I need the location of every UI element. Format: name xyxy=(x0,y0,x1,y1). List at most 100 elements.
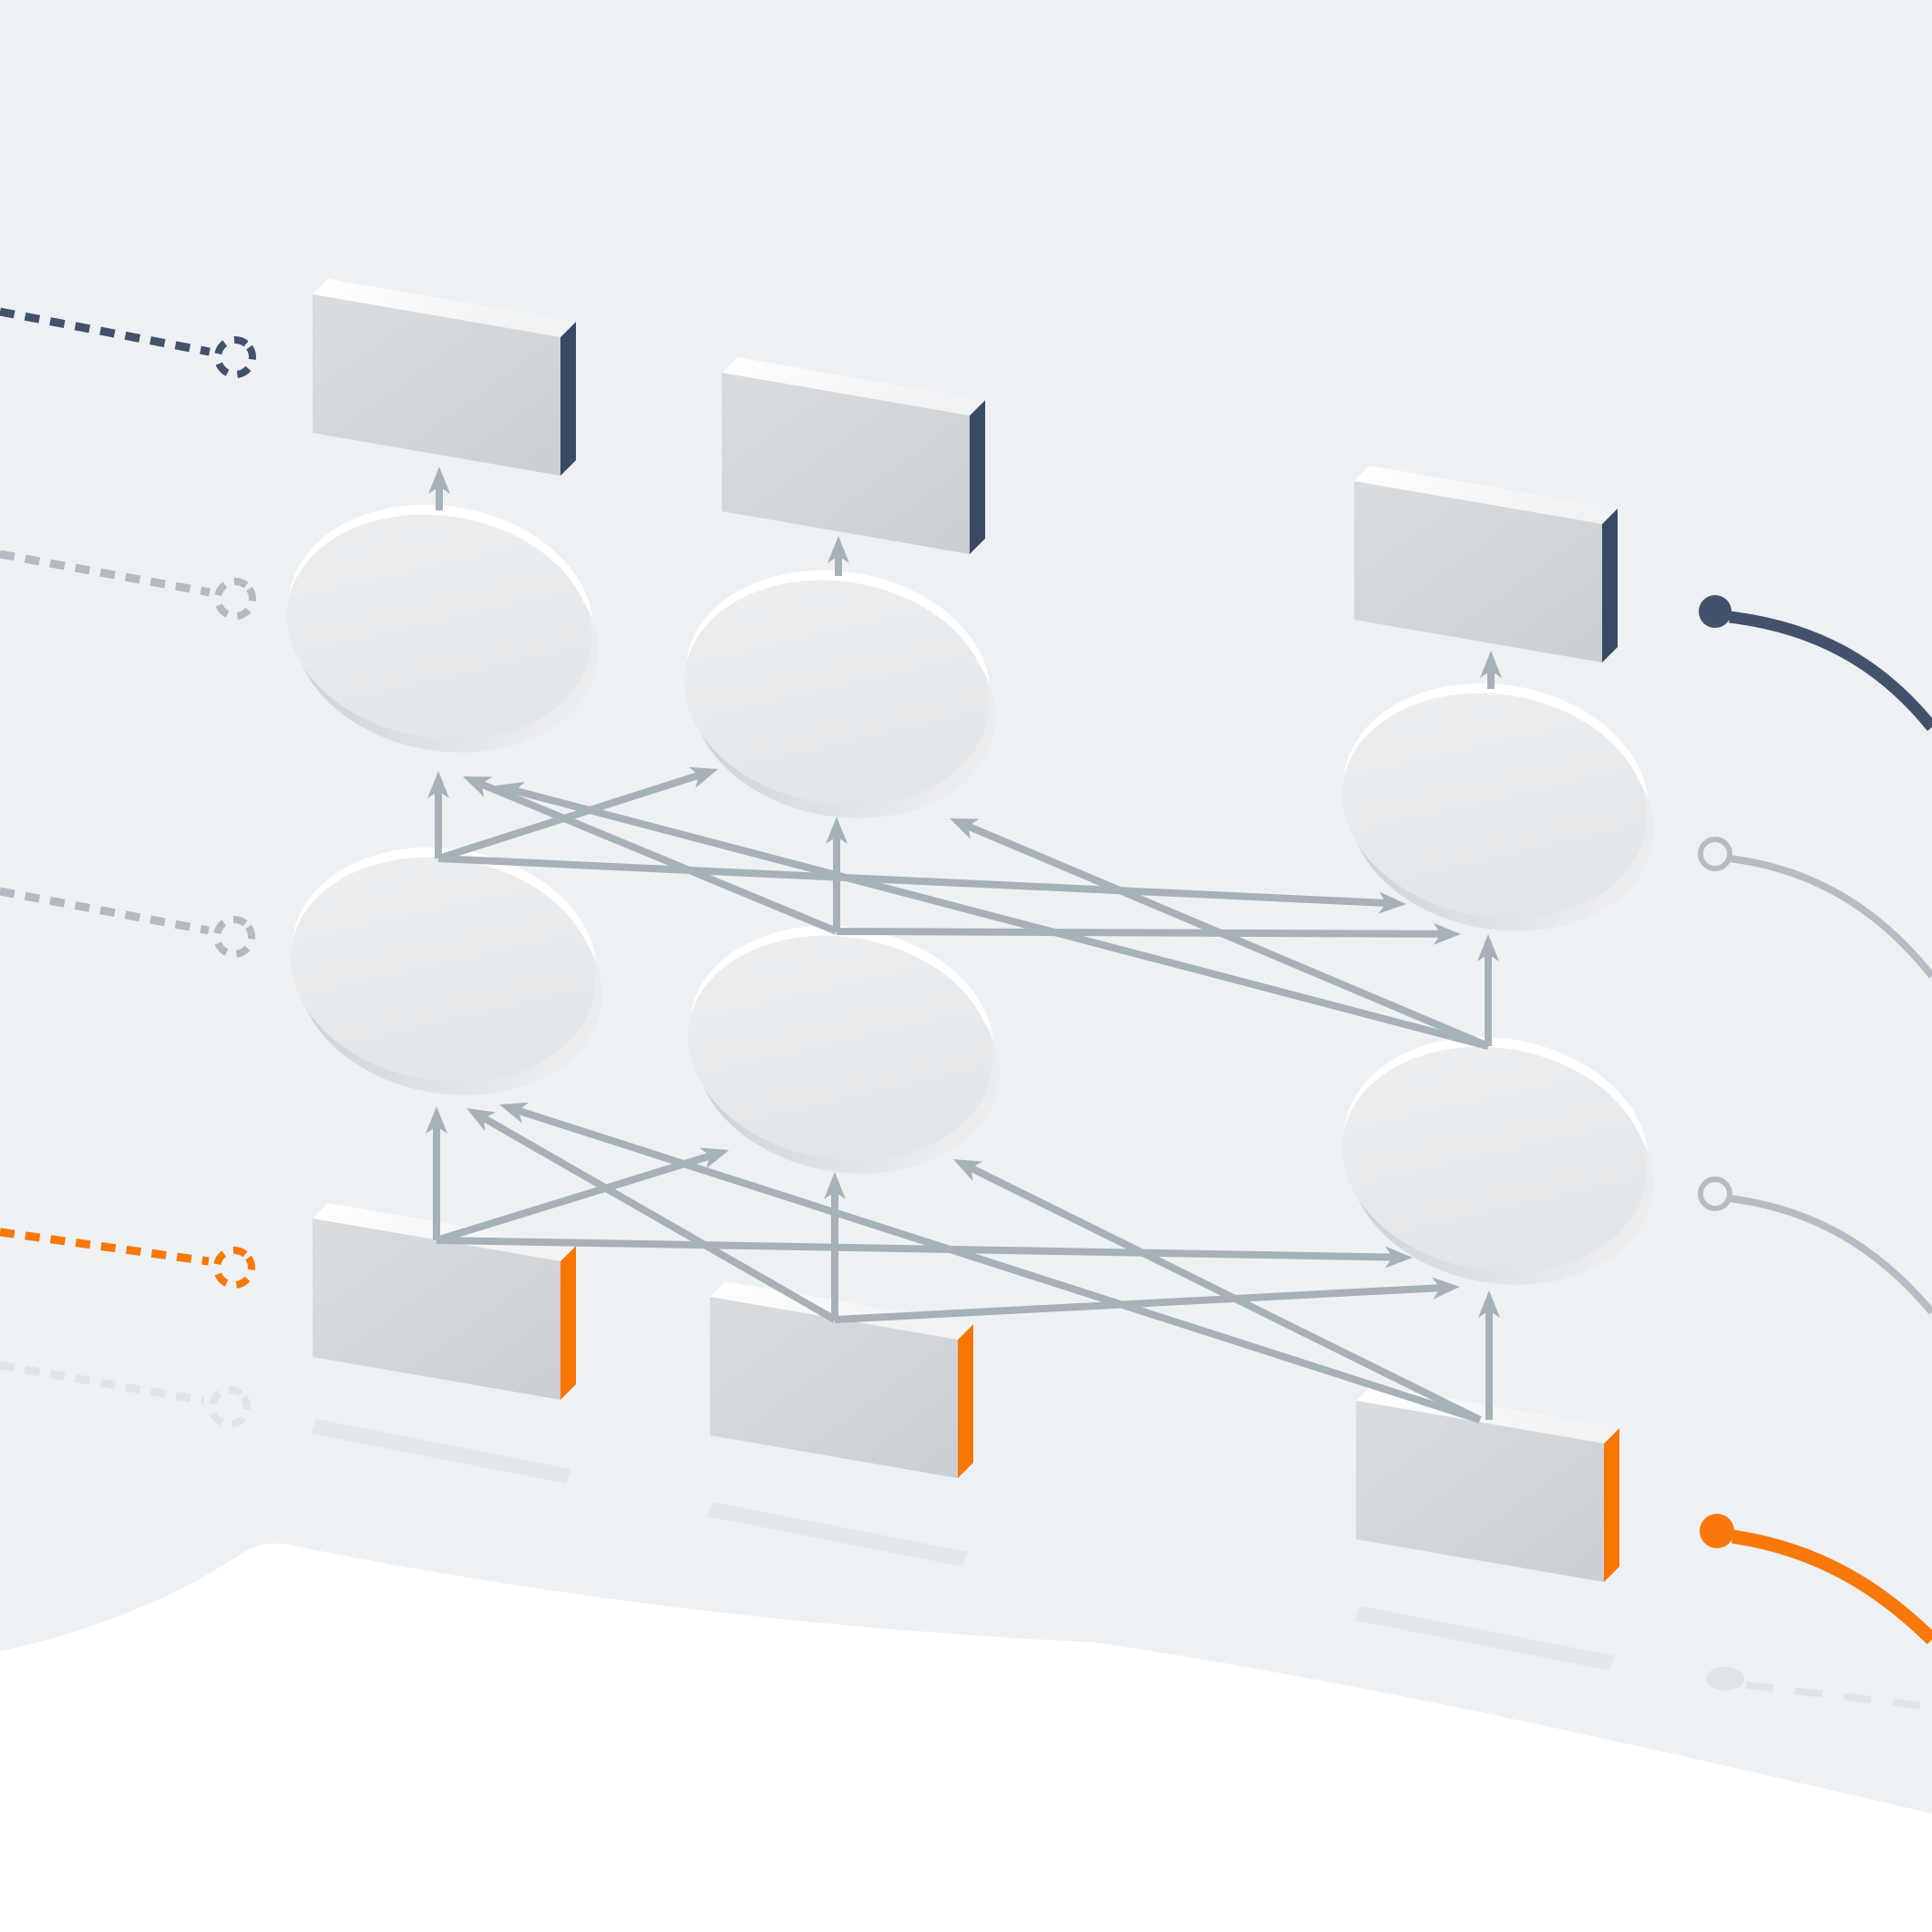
input-box-3-side-edge xyxy=(1604,1428,1619,1582)
input-box-1 xyxy=(313,1203,576,1400)
hidden-nodes xyxy=(286,504,1654,1285)
arrowhead-icon xyxy=(826,817,848,844)
arrowhead-icon xyxy=(1433,922,1461,945)
curved-lead-line xyxy=(1731,1529,1932,1645)
arrowhead-icon xyxy=(950,818,980,839)
output-box-3-front-face xyxy=(1354,481,1602,663)
arrow-shaft xyxy=(435,1151,714,1244)
connection-arrow-3 xyxy=(1480,651,1502,689)
arrowhead-icon xyxy=(699,1147,729,1169)
arrow-shaft xyxy=(513,1105,1482,1423)
connection-arrow-8 xyxy=(826,817,848,931)
hidden-node-row1-3 xyxy=(1341,683,1654,931)
arrow-shaft xyxy=(437,855,1391,908)
arrow-shaft xyxy=(477,779,838,935)
connection-arrow-1 xyxy=(428,467,450,510)
connection-arrow-6 xyxy=(437,855,1406,914)
curved-lead-line xyxy=(1729,611,1932,732)
panel-bottom-cutout xyxy=(0,1543,1932,1932)
input-box-3-front-face xyxy=(1356,1401,1604,1582)
hidden-node-row2-2 xyxy=(687,925,1000,1174)
right-lead-1 xyxy=(1699,595,1932,732)
arrow-shaft xyxy=(966,1163,1482,1423)
output-box-2 xyxy=(722,357,985,554)
input-box-1-top-bevel xyxy=(313,1203,576,1261)
connection-arrow-16 xyxy=(467,1108,837,1323)
dashed-curve-line xyxy=(1745,1681,1932,1711)
input-box-1-front-face xyxy=(313,1218,560,1400)
hidden-node-row1-1 xyxy=(286,504,599,753)
hollow-circle-terminal xyxy=(1698,1177,1732,1211)
arrowhead-icon xyxy=(1477,934,1499,961)
arrowhead-icon xyxy=(496,782,526,804)
arrowhead-icon xyxy=(827,536,849,563)
arrowhead-icon xyxy=(1480,651,1502,678)
connection-arrow-19 xyxy=(499,1102,1482,1423)
output-box-3-top-bevel xyxy=(1354,466,1618,524)
connection-arrow-20 xyxy=(953,1159,1482,1423)
output-box-2-top-bevel xyxy=(722,357,985,416)
dashed-lead-line xyxy=(0,887,210,935)
flat-dot-terminal xyxy=(1706,1667,1744,1690)
hidden-node-row1-1-face xyxy=(286,514,592,740)
connection-arrow-7 xyxy=(463,776,838,935)
dashed-circle-terminal xyxy=(213,1247,255,1289)
input-box-2 xyxy=(710,1281,973,1478)
hidden-node-row1-3-face xyxy=(1341,693,1648,919)
dashed-lead-line xyxy=(0,1228,210,1266)
arrowhead-icon xyxy=(1378,891,1406,914)
arrowhead-icon xyxy=(499,1102,529,1124)
left-lead-1 xyxy=(0,307,256,378)
dashed-circle-terminal xyxy=(214,336,256,378)
output-box-3 xyxy=(1354,466,1618,663)
right-lead-3 xyxy=(1698,1177,1932,1315)
input-box-2-side-edge xyxy=(958,1324,973,1478)
hidden-node-row2-1 xyxy=(290,847,602,1095)
connection-arrow-5 xyxy=(437,766,718,862)
reflection-strip-2 xyxy=(707,1502,968,1567)
connection-arrow-2 xyxy=(827,536,849,576)
connection-arrow-12 xyxy=(1477,934,1499,1046)
right-lead-4 xyxy=(1700,1514,1932,1645)
hidden-node-row2-3-face xyxy=(1341,1046,1648,1272)
arrow-shaft xyxy=(963,821,1490,1050)
arrow-shaft xyxy=(478,1113,837,1323)
connection-arrow-4 xyxy=(427,771,449,858)
output-box-1-top-bevel xyxy=(313,279,576,337)
arrow-shaft xyxy=(437,770,704,862)
arrowhead-icon xyxy=(426,1106,447,1134)
dashed-circle-terminal xyxy=(214,578,256,620)
arrowhead-icon xyxy=(824,1172,846,1199)
connection-arrow-21 xyxy=(1478,1290,1500,1420)
input-box-2-front-face xyxy=(710,1297,958,1478)
arrowhead-icon xyxy=(953,1159,983,1182)
hidden-node-row1-2 xyxy=(683,570,996,818)
connection-arrows xyxy=(426,467,1502,1423)
connection-arrow-13 xyxy=(426,1106,447,1240)
hollow-circle-terminal xyxy=(1698,837,1732,871)
arrow-shaft xyxy=(436,1237,1397,1261)
hidden-node-row2-3 xyxy=(1341,1036,1654,1285)
arrowhead-icon xyxy=(688,766,718,788)
connection-arrow-10 xyxy=(496,782,1490,1050)
dashed-lead-line xyxy=(0,307,211,356)
dashed-lead-line xyxy=(0,1361,205,1405)
arrowhead-icon xyxy=(463,776,493,797)
filled-dot-terminal xyxy=(1699,595,1732,628)
hidden-node-row1-2-face xyxy=(683,580,990,806)
right-lead-5 xyxy=(1706,1667,1932,1711)
arrow-shaft xyxy=(510,786,1490,1050)
reflection-strip-1 xyxy=(311,1419,571,1484)
input-box-1-side-edge xyxy=(560,1246,576,1400)
left-lead-3 xyxy=(0,887,255,958)
reflection-strip-3 xyxy=(1354,1606,1615,1670)
arrowhead-icon xyxy=(427,771,449,798)
arrow-shaft xyxy=(836,928,1445,938)
curved-lead-line xyxy=(1728,855,1932,979)
dashed-circle-terminal xyxy=(213,916,255,958)
connection-arrow-9 xyxy=(836,922,1461,945)
output-box-3-side-edge xyxy=(1602,509,1618,663)
dashed-lead-line xyxy=(0,550,211,597)
